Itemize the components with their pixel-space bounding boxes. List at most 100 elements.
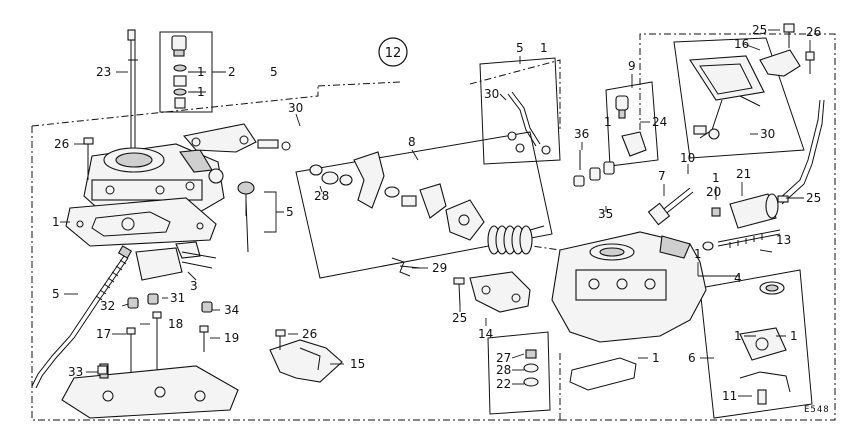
part-5-choke-link [182,123,291,153]
callout-label: 9 [628,59,636,73]
leader-lines [60,29,811,397]
part-21-solenoid [729,99,825,229]
callout-label: 28 [314,189,329,203]
callout-label: 27 [496,351,511,365]
callout-label: 4 [734,271,742,285]
part-9-accelerator-pump [615,95,647,157]
callout-label: 5 [270,65,278,79]
callout-label: 2 [228,65,236,79]
callout-label: 25 [806,191,821,205]
callout-label: 5 [286,205,294,219]
callout-labels: 1 2 1 23 5 30 26 1 5 3 5 32 31 34 17 18 … [52,23,821,403]
callout-label: 16 [734,37,749,51]
callout-label: 22 [496,377,511,391]
part-15-bracket [269,339,343,383]
choke-spring-coil [487,225,545,255]
callout-label: 1 [197,85,205,99]
callout-label: 32 [100,299,115,313]
callout-label: 24 [652,115,667,129]
callout-label: 26 [302,327,317,341]
callout-label: 3 [190,279,198,293]
callout-label: 1 [790,329,798,343]
part-35-jet [589,161,615,181]
drawing-number: E548 [804,405,830,415]
callout-label: 1 [734,329,742,343]
callout-label: 1 [712,171,720,185]
part-1-bowl-gasket [569,357,637,391]
callout-label: 13 [776,233,791,247]
callout-label: 1 [604,115,612,129]
part-7-adjusting-screw [647,187,694,226]
part-26-screw [83,137,94,180]
power-valve-group-frame [699,269,813,419]
callout-label: 33 [68,365,83,379]
part-33-screw [97,365,108,375]
part-16-bracket [759,49,801,77]
callout-label: 8 [408,135,416,149]
callout-label: 29 [432,261,447,275]
callout-label: 18 [168,317,183,331]
callout-label: 1 [652,351,660,365]
callout-label: 30 [484,87,499,101]
part-13-mixture-screw [702,229,781,251]
part-1-top-gasket [65,197,217,247]
callout-label: 10 [680,151,695,165]
part-18-screw [152,311,162,372]
part-34-jet [201,301,213,313]
callout-label: 21 [736,167,751,181]
assembly-boundary-right [559,33,836,421]
figure-code-badge: 12 [378,37,408,67]
part-32-jet [127,297,139,309]
callout-label: 26 [54,137,69,151]
part-3-float [135,241,217,281]
callout-label: 30 [760,127,775,141]
part-5-pump-rod-spring [31,245,133,389]
callout-label: 25 [452,311,467,325]
part-25-screw-mid [453,277,465,307]
callout-label: 36 [574,127,589,141]
callout-label: 1 [540,41,548,55]
part-6-power-valve [739,281,791,405]
callout-label: 6 [688,351,696,365]
callout-label: 1 [52,215,60,229]
assembly-boundary-left [31,81,560,421]
callout-label: 23 [96,65,111,79]
part-26-screw-top-right [805,51,815,74]
callout-label: 31 [170,291,185,305]
callout-label: 28 [496,363,511,377]
choke-linkage-group-frame [295,131,553,279]
part-26-screw-lower [275,329,286,350]
part-10-diaphragm-cover [689,55,765,140]
part-2-needle-valve-stack [171,35,187,109]
callout-label: 5 [52,287,60,301]
part-23-long-screw [127,29,138,150]
callout-label: 20 [706,185,721,199]
callout-label: 26 [806,25,821,39]
part-17-screw [126,327,136,372]
part-25-screw-right [777,195,789,203]
pump-group-frame [605,81,659,167]
float-pin-group-frame [487,331,551,415]
part-20-washer [711,207,721,217]
part-36-check-ball [573,150,585,187]
part-31-jet [147,293,159,305]
part-14-bracket [469,271,531,313]
part-5-pump-rod [245,199,249,253]
part-29-wire-clip [391,257,421,277]
callout-label: 14 [478,327,493,341]
figure-code: 12 [385,46,402,61]
link-group-frame [479,57,561,165]
part-19-screw [199,325,209,352]
callout-label: 7 [658,169,666,183]
callout-label: 30 [288,101,303,115]
callout-label: 11 [722,389,737,403]
callout-label: 1 [694,247,702,261]
callout-label: 19 [224,331,239,345]
callout-label: 34 [224,303,239,317]
callout-label: 25 [752,23,767,37]
callout-label: 5 [516,41,524,55]
diaphragm-cover-group-frame [673,37,805,159]
callout-label: 1 [197,65,205,79]
part-25-screw-top [783,23,795,48]
